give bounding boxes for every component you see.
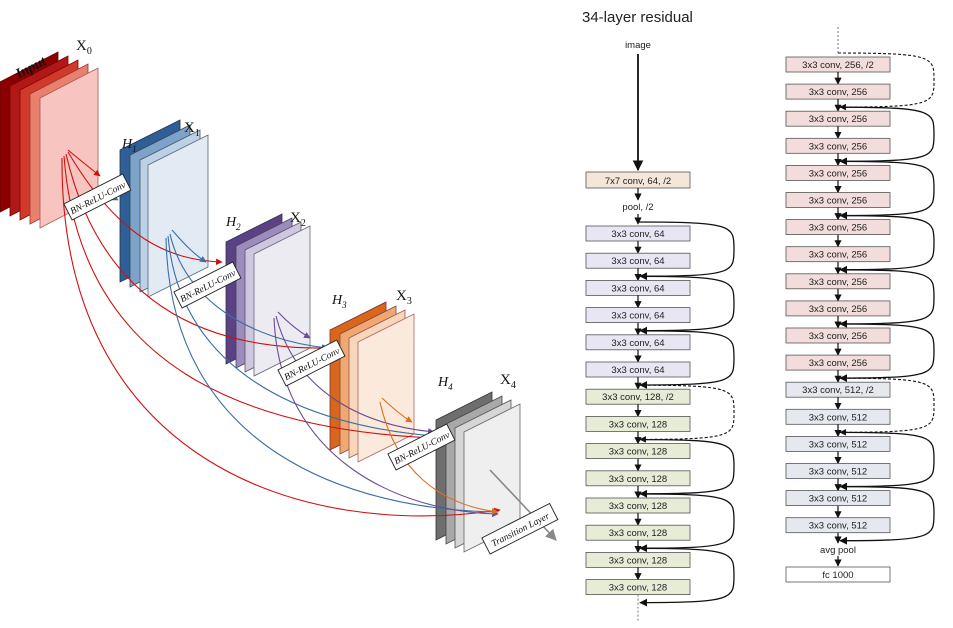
right-layer-label: 3x3 conv, 256, /2: [802, 60, 874, 71]
left-layer-label: 3x3 conv, 128, /2: [602, 392, 674, 403]
right-layer-label: 3x3 conv, 256: [809, 141, 867, 152]
h1-label: H1: [121, 137, 137, 154]
image-label: image: [625, 40, 651, 51]
right-layer-label: 3x3 conv, 256: [809, 331, 867, 342]
resnet-right-column: 3x3 conv, 256, /2 3x3 conv, 256 3x3 conv, …: [785, 27, 935, 545]
x3-label: X3: [396, 288, 412, 307]
resnet-left-column: 3x3 conv, 64 3x3 conv, 64 3x3 conv, 64 3x3 …: [585, 221, 735, 623]
right-layer-label: 3x3 conv, 512: [809, 494, 867, 505]
h3-label: H3: [331, 293, 347, 310]
right-layer-label: 3x3 conv, 256: [809, 304, 867, 315]
right-layer-label: 3x3 conv, 256: [809, 277, 867, 288]
left-layer-label: 3x3 conv, 128: [609, 419, 667, 430]
right-layer-label: 3x3 conv, 256: [809, 223, 867, 234]
h2-label: H2: [225, 215, 241, 232]
pool-label: pool, /2: [622, 202, 653, 213]
right-skip-connection: [837, 52, 935, 111]
right-layer-label: 3x3 conv, 256: [809, 250, 867, 261]
fc-layer-label: fc 1000: [822, 570, 853, 581]
x2-label: X2: [290, 210, 306, 229]
left-layer-label: 3x3 conv, 128: [609, 447, 667, 458]
left-layer-label: 3x3 conv, 64: [611, 338, 664, 349]
left-skip-connection: [637, 221, 735, 281]
right-layer-label: 3x3 conv, 512: [809, 521, 867, 532]
right-layer-label: 3x3 conv, 512: [809, 439, 867, 450]
left-skip-connection: [637, 547, 735, 607]
feature-stack-x4: [435, 391, 521, 553]
resnet-diagram: 34-layer residual image 7x7 conv, 64, /2…: [582, 9, 935, 623]
dense-connections-x3: [379, 397, 499, 515]
right-skip-connection: [837, 377, 935, 436]
left-layer-label: 3x3 conv, 128: [609, 555, 667, 566]
left-skip-connection: [637, 493, 735, 553]
left-layer-label: 3x3 conv, 128: [609, 501, 667, 512]
right-layer-label: 3x3 conv, 256: [809, 168, 867, 179]
densenet-diagram: BN-ReLU-Conv BN-ReLU-Conv BN-ReLU-Conv B…: [0, 38, 559, 555]
left-layer-label: 3x3 conv, 64: [611, 365, 664, 376]
right-skip-connection: [837, 106, 935, 166]
right-layer-label: 3x3 conv, 256: [809, 114, 867, 125]
resnet-title: 34-layer residual: [582, 9, 693, 26]
x4-label: X4: [500, 372, 516, 391]
left-layer-label: 3x3 conv, 128: [609, 528, 667, 539]
h4-label: H4: [437, 375, 453, 392]
left-layer-label: 3x3 conv, 64: [611, 229, 664, 240]
right-layer-label: 3x3 conv, 256: [809, 358, 867, 369]
right-skip-connection: [837, 160, 935, 220]
left-skip-connection: [637, 438, 735, 498]
feature-stack-x1: [119, 119, 209, 298]
left-layer-label: 3x3 conv, 64: [611, 283, 664, 294]
feature-stack-x2: [225, 213, 311, 377]
stem-layer-label: 7x7 conv, 64, /2: [605, 176, 671, 187]
right-layer-label: 3x3 conv, 512, /2: [802, 385, 874, 396]
left-layer-label: 3x3 conv, 64: [611, 256, 664, 267]
feature-stack-x3: [329, 301, 415, 463]
left-skip-connection: [637, 384, 735, 443]
left-layer-label: 3x3 conv, 128: [609, 474, 667, 485]
right-skip-connection: [837, 269, 935, 328]
right-skip-connection: [837, 431, 935, 491]
right-layer-label: 3x3 conv, 256: [809, 87, 867, 98]
right-skip-connection: [837, 485, 935, 545]
left-layer-label: 3x3 conv, 64: [611, 311, 664, 322]
right-layer-label: 3x3 conv, 512: [809, 412, 867, 423]
fc-layer: fc 1000: [785, 566, 891, 583]
left-layer-label: 3x3 conv, 128: [609, 583, 667, 594]
right-layer-label: 3x3 conv, 256: [809, 196, 867, 207]
avg-pool-label: avg pool: [820, 545, 856, 556]
right-skip-connection: [837, 323, 935, 382]
right-layer-label: 3x3 conv, 512: [809, 467, 867, 478]
right-skip-connection: [837, 214, 935, 274]
stem-layer: 7x7 conv, 64, /2: [585, 171, 691, 189]
left-skip-connection: [637, 275, 735, 335]
x1-label: X1: [184, 120, 200, 139]
left-skip-connection: [637, 330, 735, 389]
x0-label: X0: [76, 38, 92, 57]
transition-output-arrow: [489, 469, 557, 541]
